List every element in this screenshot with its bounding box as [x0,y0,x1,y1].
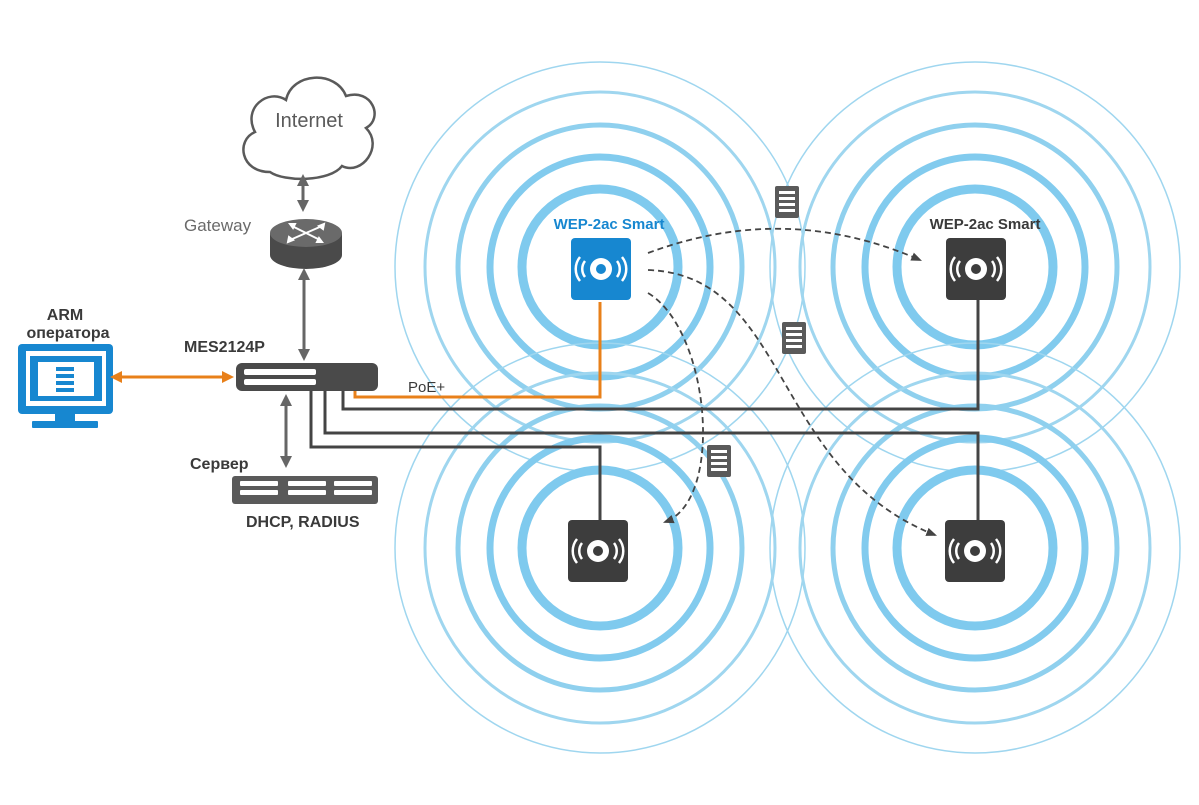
wifi-access-point-icon [571,238,631,300]
roaming-path-to-bottom-right [647,269,938,536]
link-ap-top-right [341,300,980,411]
server-rack-icon [232,476,378,504]
link-ap-bottom-left [309,390,602,523]
server-label: Сервер [190,456,249,473]
monitor-icon [18,344,113,428]
wifi-access-point-icon [568,520,628,582]
ap-top-left-label: WEP-2ac Smart [554,216,665,233]
link-ap-bottom-right [323,390,980,525]
switch-label: MES2124P [184,339,265,356]
server-services-label: DHCP, RADIUS [246,514,360,531]
cloud-icon: Internet [242,76,376,181]
roaming-path-to-bottom-left [647,292,704,524]
ethernet-links [309,300,980,525]
data-packet-icon [782,322,806,354]
coverage-rings-top-right [769,61,1181,473]
coverage-rings-bottom-right [769,342,1181,754]
wifi-access-point-icon [946,238,1006,300]
data-packet-icon [707,445,731,477]
arm-label-line2: оператора [26,325,109,342]
arm-label-line1: ARM [47,307,83,324]
gateway-label: Gateway [184,216,252,235]
wifi-access-point-icon [945,520,1005,582]
ap-top-right-label: WEP-2ac Smart [930,216,1041,233]
roaming-path-to-top-right [647,227,922,261]
internet-label: Internet [275,110,343,132]
router-icon [270,219,342,269]
data-packet-icon [775,186,799,218]
switch-icon [236,363,378,391]
poe-label: PoE+ [408,379,445,396]
roaming-paths [647,227,938,536]
